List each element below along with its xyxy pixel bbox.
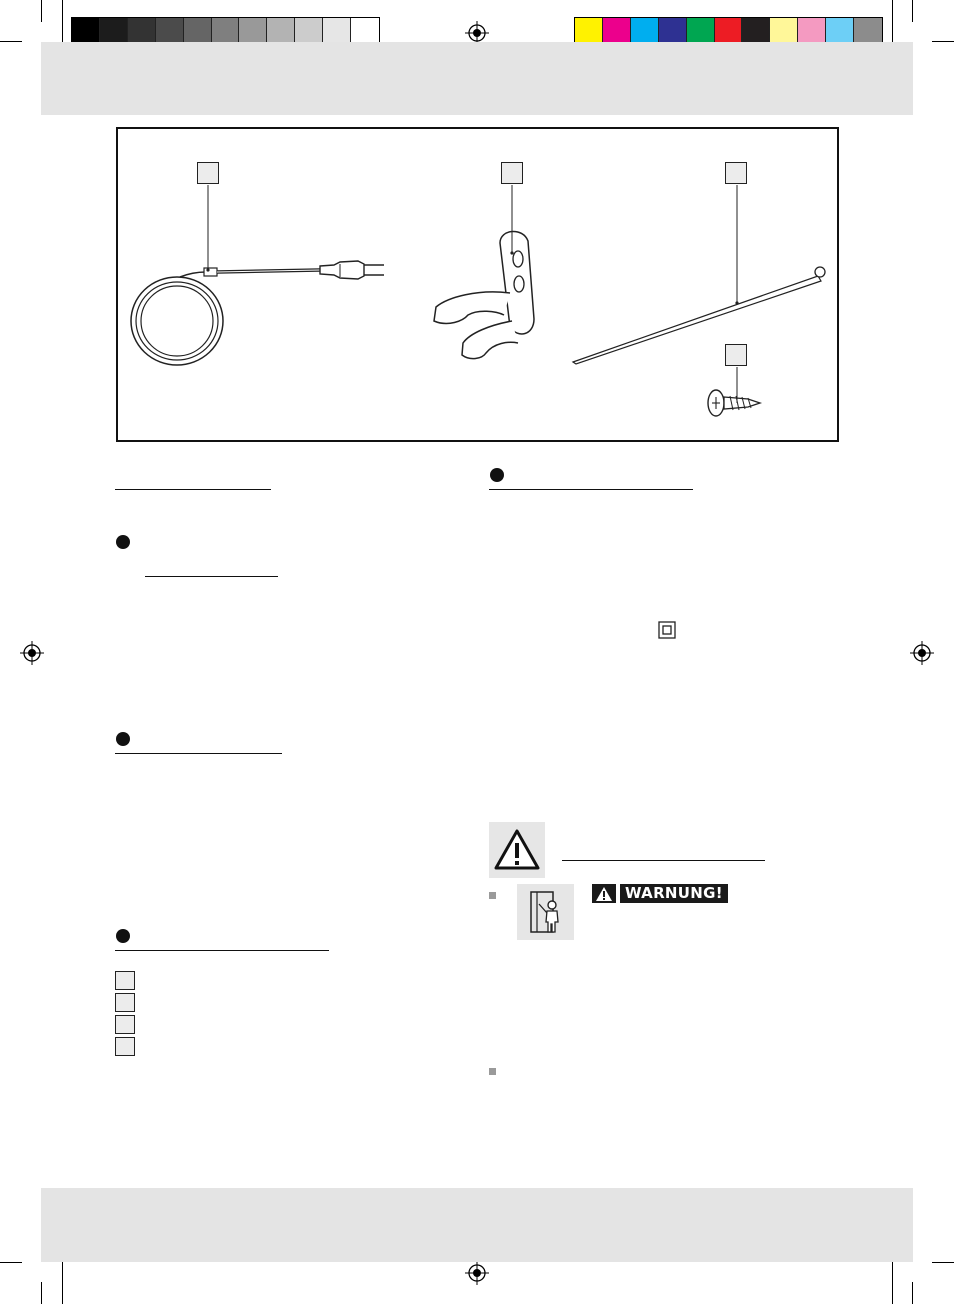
- registration-target-icon: [465, 1261, 489, 1285]
- footer-band: [41, 1188, 913, 1262]
- crop-mark: [892, 0, 893, 42]
- calibration-swatch: [686, 18, 715, 45]
- part-callout-box: [725, 162, 747, 184]
- part-callout-box: [501, 162, 523, 184]
- crop-mark: [912, 1282, 913, 1304]
- calibration-swatch: [798, 18, 827, 45]
- parts-list-number-box: [115, 1037, 135, 1056]
- warning-label-text: WARNUNG!: [620, 884, 728, 903]
- crop-mark: [0, 41, 22, 42]
- rod-illustration: [571, 266, 826, 365]
- child-hazard-icon: [517, 884, 574, 940]
- calibration-swatch: [295, 18, 324, 45]
- crop-mark: [0, 1262, 22, 1263]
- calibration-swatch: [770, 18, 799, 45]
- calibration-swatch: [127, 18, 156, 45]
- section-heading-rule: [115, 489, 271, 491]
- header-band: [41, 42, 913, 115]
- calibration-swatch: [854, 18, 882, 45]
- calibration-swatch: [72, 18, 100, 45]
- calibration-swatch: [211, 18, 240, 45]
- warning-label-triangle-icon: [592, 884, 616, 903]
- crop-mark: [41, 1282, 42, 1304]
- calibration-swatch: [239, 18, 268, 45]
- part-callout-box: [197, 162, 219, 184]
- section-heading-rule: [489, 489, 693, 491]
- registration-target-icon: [910, 641, 934, 665]
- calibration-swatch: [602, 18, 631, 45]
- list-square-bullet: [489, 892, 496, 899]
- calibration-swatch: [323, 18, 352, 45]
- part-callout-box: [725, 344, 747, 366]
- section-heading-rule: [115, 950, 329, 952]
- list-square-bullet: [489, 1068, 496, 1075]
- safety-heading-rule: [562, 860, 765, 862]
- crop-mark: [41, 0, 42, 22]
- crop-mark: [912, 0, 913, 22]
- screw-illustration: [707, 389, 763, 417]
- calibration-swatch: [99, 18, 128, 45]
- subsection-heading-rule: [145, 576, 278, 578]
- warning-triangle-icon: [489, 822, 545, 878]
- calibration-swatch: [742, 18, 771, 45]
- registration-target-icon: [20, 641, 44, 665]
- crop-mark: [62, 1262, 63, 1304]
- calibration-swatch: [826, 18, 855, 45]
- section-bullet: [116, 929, 130, 943]
- section-heading-rule: [115, 753, 282, 755]
- parts-list-number-box: [115, 1015, 135, 1034]
- calibration-swatch: [183, 18, 212, 45]
- calibration-swatch: [351, 18, 379, 45]
- calibration-swatch: [267, 18, 296, 45]
- calibration-swatch: [630, 18, 659, 45]
- registration-target-icon: [465, 21, 489, 45]
- crop-mark: [892, 1262, 893, 1304]
- product-parts-figure: [116, 127, 839, 442]
- parts-list-number-box: [115, 993, 135, 1012]
- parts-illustration: [130, 185, 826, 417]
- power-cable-illustration: [130, 260, 384, 366]
- calibration-swatch: [714, 18, 743, 45]
- color-calibration-bar: [574, 17, 883, 46]
- calibration-swatch: [155, 18, 184, 45]
- calibration-swatch: [575, 18, 603, 45]
- holder-clip-illustration: [433, 230, 535, 360]
- section-bullet: [490, 468, 504, 482]
- protection-class-ii-icon: [658, 621, 676, 639]
- calibration-swatch: [658, 18, 687, 45]
- section-bullet: [116, 535, 130, 549]
- crop-mark: [932, 1262, 954, 1263]
- warning-label: WARNUNG!: [592, 884, 728, 903]
- parts-list-number-box: [115, 971, 135, 990]
- grayscale-calibration-bar: [71, 17, 380, 46]
- section-bullet: [116, 732, 130, 746]
- crop-mark: [932, 41, 954, 42]
- crop-mark: [62, 0, 63, 42]
